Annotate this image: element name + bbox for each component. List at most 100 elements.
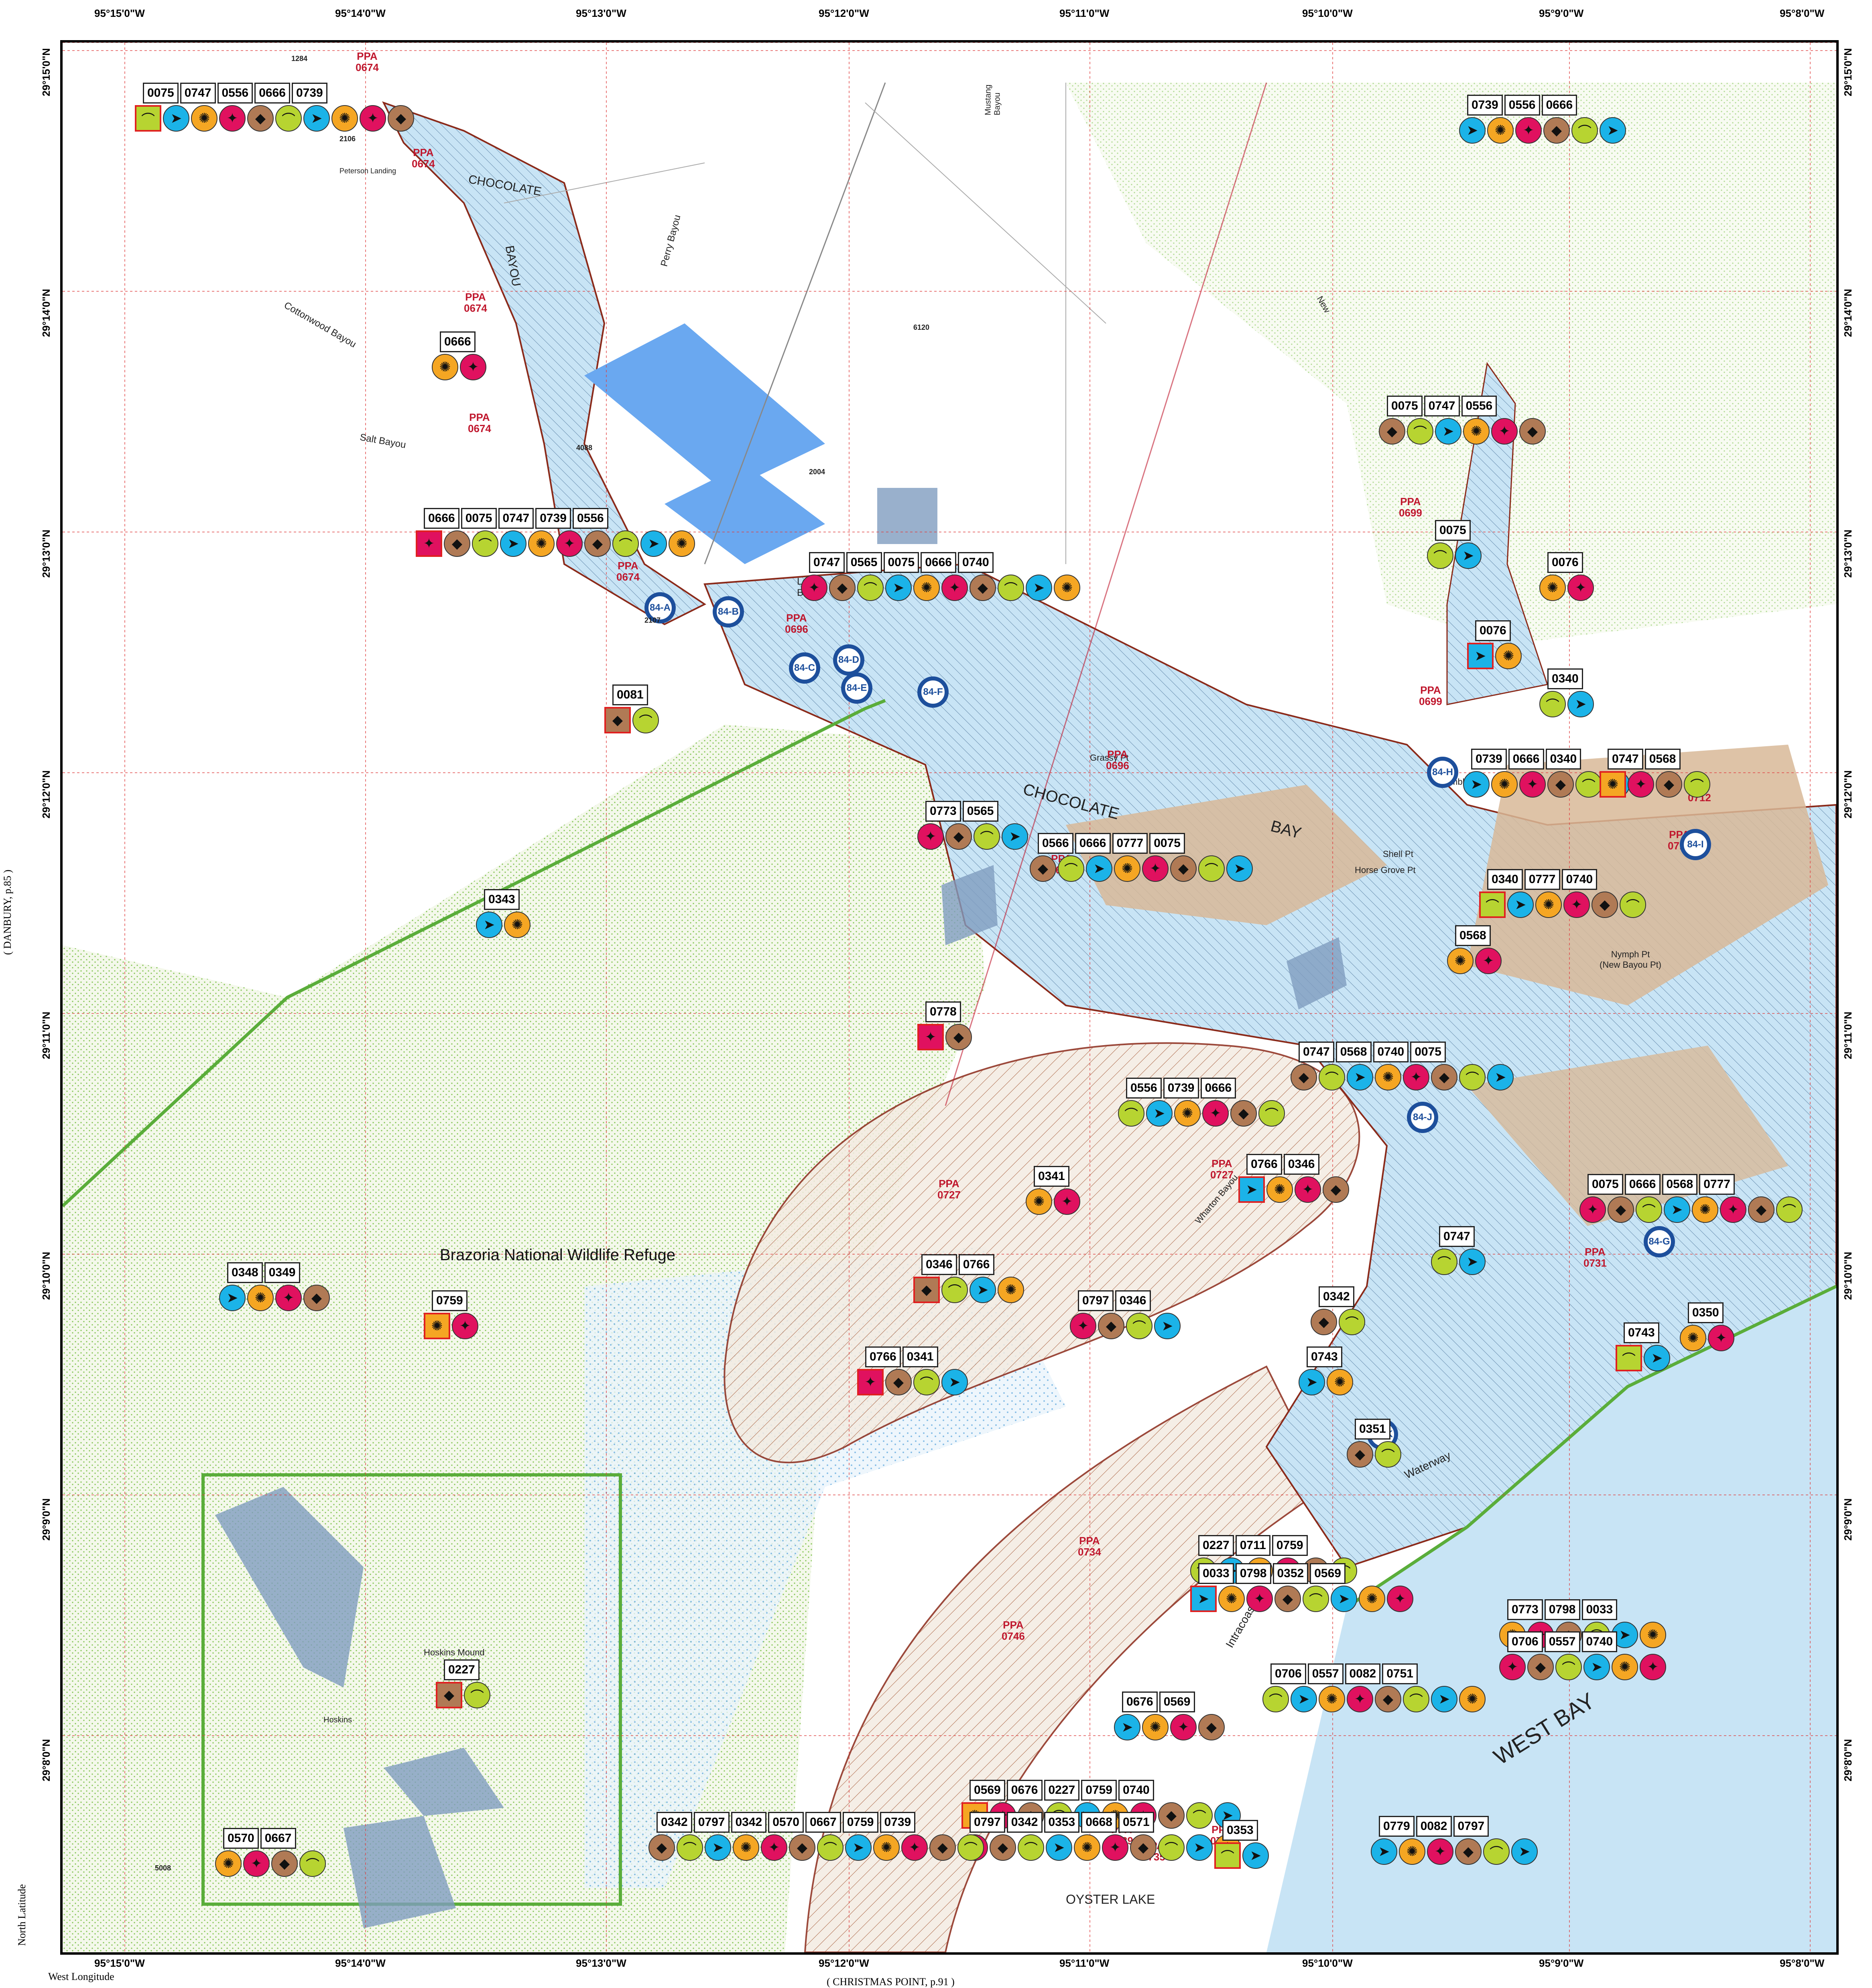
resource-code-label[interactable]: 0075	[1410, 1042, 1446, 1062]
resource-code-label[interactable]: 0557	[1544, 1631, 1580, 1652]
resource-code-label[interactable]: 0346	[1283, 1154, 1319, 1175]
resource-code-label[interactable]: 0759	[432, 1290, 467, 1311]
resource-code-label[interactable]: 0739	[1471, 749, 1507, 770]
resource-code-label[interactable]: 0353	[1044, 1812, 1080, 1833]
resource-code-label[interactable]: 0075	[1587, 1174, 1623, 1195]
resource-code-label[interactable]: 0340	[1547, 668, 1583, 689]
resource-code-group[interactable]: 0076	[1547, 552, 1583, 573]
resource-code-label[interactable]: 0075	[461, 508, 497, 529]
resource-code-label[interactable]: 0570	[223, 1828, 259, 1849]
resource-code-label[interactable]: 0759	[1272, 1535, 1308, 1556]
resource-code-group[interactable]: 0666	[440, 331, 476, 352]
resource-code-label[interactable]: 0751	[1382, 1663, 1418, 1684]
resource-code-group[interactable]: 0743	[1624, 1322, 1659, 1343]
resource-code-label[interactable]: 0346	[921, 1254, 957, 1275]
sampling-station-marker[interactable]: 84-F	[917, 676, 949, 708]
resource-code-label[interactable]: 0341	[902, 1346, 938, 1367]
resource-code-label[interactable]: 0667	[260, 1828, 296, 1849]
resource-code-label[interactable]: 0569	[970, 1780, 1005, 1801]
resource-code-label[interactable]: 0666	[1200, 1078, 1236, 1099]
resource-code-label[interactable]: 0666	[254, 83, 290, 104]
resource-code-label[interactable]: 0666	[424, 508, 459, 529]
resource-code-label[interactable]: 0569	[1159, 1692, 1195, 1712]
resource-code-label[interactable]: 0766	[865, 1346, 901, 1367]
resource-code-label[interactable]: 0353	[1222, 1820, 1258, 1841]
resource-code-label[interactable]: 0352	[1272, 1563, 1309, 1584]
resource-code-label[interactable]: 0747	[809, 552, 845, 573]
resource-code-label[interactable]: 0076	[1547, 552, 1583, 573]
resource-code-label[interactable]: 0075	[1387, 396, 1423, 416]
sampling-station-marker[interactable]: 84-C	[789, 652, 820, 684]
resource-code-label[interactable]: 0666	[440, 331, 476, 352]
resource-code-label[interactable]: 0797	[1453, 1816, 1489, 1837]
resource-code-label[interactable]: 0556	[573, 508, 608, 529]
resource-code-label[interactable]: 0082	[1345, 1663, 1381, 1684]
sampling-station-marker[interactable]: 84-J	[1407, 1102, 1438, 1133]
resource-code-label[interactable]: 0747	[1299, 1042, 1334, 1062]
resource-code-label[interactable]: 0350	[1688, 1302, 1724, 1323]
resource-code-label[interactable]: 0706	[1270, 1663, 1306, 1684]
resource-code-label[interactable]: 0075	[883, 552, 919, 573]
resource-code-label[interactable]: 0568	[1335, 1042, 1372, 1062]
resource-code-label[interactable]: 0342	[1006, 1812, 1043, 1833]
resource-code-label[interactable]: 0349	[264, 1262, 300, 1283]
resource-code-label[interactable]: 0565	[846, 552, 882, 573]
resource-code-group[interactable]: 0081	[612, 684, 648, 705]
resource-code-label[interactable]: 0557	[1307, 1663, 1344, 1684]
sampling-station-marker[interactable]: 84-I	[1680, 829, 1711, 860]
resource-code-label[interactable]: 0076	[1475, 620, 1511, 641]
resource-code-label[interactable]: 0759	[842, 1812, 878, 1833]
resource-code-label[interactable]: 0570	[768, 1812, 804, 1833]
resource-code-label[interactable]: 0082	[1416, 1816, 1452, 1837]
resource-code-label[interactable]: 0739	[292, 83, 327, 104]
resource-code-label[interactable]: 0033	[1198, 1563, 1234, 1584]
resource-code-label[interactable]: 0565	[962, 801, 998, 822]
resource-code-label[interactable]: 0568	[1455, 925, 1491, 946]
resource-code-label[interactable]: 0777	[1699, 1174, 1735, 1195]
resource-code-label[interactable]: 0569	[1310, 1563, 1346, 1584]
resource-code-label[interactable]: 0075	[1435, 520, 1471, 541]
resource-code-label[interactable]: 0348	[227, 1262, 263, 1283]
resource-code-group[interactable]: 0353	[1222, 1820, 1258, 1841]
resource-code-group[interactable]: 0568	[1455, 925, 1491, 946]
resource-code-label[interactable]: 0556	[1126, 1078, 1162, 1099]
resource-code-group[interactable]: 0778	[925, 1001, 961, 1022]
resource-code-label[interactable]: 0227	[444, 1659, 480, 1680]
resource-code-label[interactable]: 0667	[805, 1812, 841, 1833]
resource-code-label[interactable]: 0798	[1235, 1563, 1271, 1584]
resource-code-label[interactable]: 0075	[1149, 833, 1185, 854]
resource-code-label[interactable]: 0676	[1122, 1692, 1158, 1712]
resource-code-label[interactable]: 0739	[880, 1812, 916, 1833]
resource-code-label[interactable]: 0773	[925, 801, 961, 822]
resource-code-label[interactable]: 0747	[1424, 396, 1460, 416]
resource-code-label[interactable]: 0739	[1467, 95, 1503, 116]
resource-code-group[interactable]: 0743	[1307, 1346, 1342, 1367]
resource-code-label[interactable]: 0740	[958, 552, 994, 573]
resource-code-label[interactable]: 0340	[1487, 869, 1523, 890]
resource-code-label[interactable]: 0740	[1581, 1631, 1618, 1652]
resource-code-label[interactable]: 0747	[1439, 1226, 1475, 1247]
sampling-station-marker[interactable]: 84-G	[1644, 1226, 1675, 1257]
resource-code-label[interactable]: 0556	[1461, 396, 1497, 416]
resource-code-group[interactable]: 0350	[1688, 1302, 1724, 1323]
resource-code-label[interactable]: 0711	[1235, 1535, 1270, 1556]
